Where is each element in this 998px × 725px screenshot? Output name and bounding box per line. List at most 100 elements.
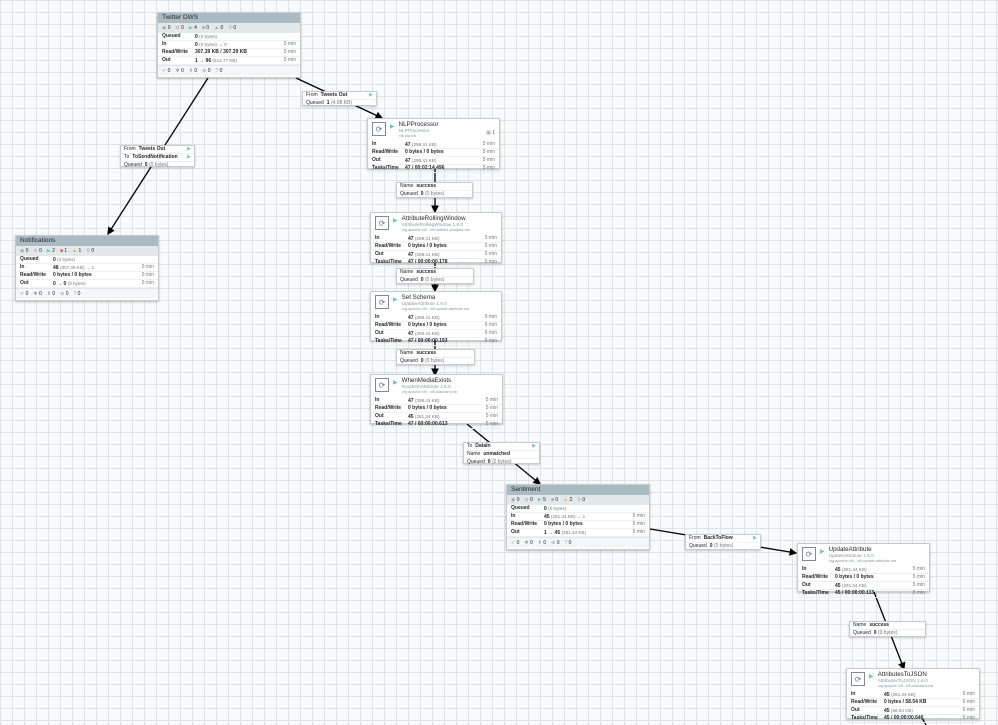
edge-tojson-out [921, 717, 927, 725]
processor-header: ⟳ ▶ Set Schema UpdateAttribute 1.6.0 org… [371, 292, 501, 314]
output-port-icon: ▶ [753, 535, 757, 541]
modified-stale-icon: ⊕ 0 [60, 290, 69, 297]
processor-bundle: org.apache.nifi - nifi-update-attribute-… [828, 558, 897, 563]
play-icon: ▶ [390, 124, 395, 130]
output-port-icon: ▶ [369, 92, 373, 98]
processor-icon: ⟳ [802, 547, 816, 561]
processor-name: AttributeRollingWindow [401, 215, 466, 222]
processor-header: ⟳ ▶ AttributeRollingWindow AttributeRoll… [371, 213, 501, 235]
process-group-notifications[interactable]: Notifications ◉ 0 ⊘ 0 ▶ 2 ■ 1 ▲ 1 ⚲ 0 Qu… [15, 235, 159, 301]
processor-bundle: nifi-nlp-nar [398, 133, 417, 138]
modified-stale-icon: ⊕ 0 [551, 539, 560, 546]
processor-icon: ⟳ [372, 122, 386, 136]
locally-modified-icon: ✱ 0 [175, 67, 184, 74]
warning-icon: ▲ 2 [563, 497, 573, 503]
processor-bundle: org.apache.nifi - nifi-standard-nar [401, 389, 458, 394]
not-transmit-icon: ⊘ 0 [175, 25, 184, 31]
transmit-icon: ◉ 0 [162, 25, 171, 31]
processor-name: NLPProcessor [398, 121, 439, 128]
up-to-date-icon: ✔ 0 [162, 67, 171, 74]
disabled-icon: ⚲ 0 [228, 25, 237, 31]
process-group-status-bar: ◉ 0 ⊘ 0 ▶ 4 ■ 0 ▲ 0 ⚲ 0 [158, 23, 300, 33]
up-to-date-icon: ✔ 0 [511, 539, 520, 546]
processor-set-schema[interactable]: ⟳ ▶ Set Schema UpdateAttribute 1.6.0 org… [370, 291, 502, 346]
processor-icon: ⟳ [375, 295, 389, 309]
process-group-twitter-dws[interactable]: Twitter DWS ◉ 0 ⊘ 0 ▶ 4 ■ 0 ▲ 0 ⚲ 0 Queu… [157, 12, 301, 78]
process-group-title[interactable]: Sentiment [507, 485, 649, 495]
processor-attributes-to-json[interactable]: ⟳ ▶ AttributesToJSON AttributesToJSON 1.… [846, 668, 980, 723]
play-icon: ▶ 5 [537, 497, 546, 503]
transmit-icon: ◉ 0 [20, 248, 29, 254]
warning-icon: ▲ 1 [72, 248, 82, 254]
locally-modified-icon: ✱ 0 [524, 539, 533, 546]
up-to-date-icon: ✔ 0 [20, 290, 29, 297]
process-group-sentiment[interactable]: Sentiment ◉ 0 ⊘ 0 ▶ 5 ■ 0 ▲ 2 ⚲ 0 Queued… [506, 484, 650, 550]
processor-type: RouteOnAttribute 1.6.0 [401, 384, 451, 390]
play-icon: ▶ 4 [188, 25, 197, 31]
processor-when-media-exists[interactable]: ⟳ ▶ WhenMediaExists RouteOnAttribute 1.6… [370, 374, 503, 429]
version-status-bar: ✔ 0 ✱ 0 ⬆ 0 ⊕ 0 ? 0 [507, 537, 649, 547]
modified-stale-icon: ⊕ 0 [202, 67, 211, 74]
play-icon: ▶ [393, 380, 398, 386]
processor-update-attribute[interactable]: ⟳ ▶ UpdateAttribute UpdateAttribute 1.6.… [797, 543, 930, 598]
process-group-title[interactable]: Notifications [16, 236, 158, 246]
warning-icon: ▲ 0 [214, 25, 224, 31]
stop-icon: ■ 0 [201, 25, 210, 31]
processor-header: ⟳ ▶ AttributesToJSON AttributesToJSON 1.… [847, 669, 979, 691]
processor-header: ⟳ ▶ UpdateAttribute UpdateAttribute 1.6.… [798, 544, 929, 566]
processor-header: ⟳ ▶ WhenMediaExists RouteOnAttribute 1.6… [371, 375, 502, 397]
processor-nlp[interactable]: ⟳ ▶ NLPProcessor NLPProcessor nifi-nlp-n… [367, 118, 500, 173]
processor-name: Set Schema [401, 294, 436, 301]
disabled-icon: ⚲ 0 [577, 497, 586, 503]
processor-name: AttributesToJSON [877, 671, 927, 678]
play-icon: ▶ [393, 297, 398, 303]
play-icon: ▶ [869, 674, 874, 680]
process-group-title[interactable]: Twitter DWS [158, 13, 300, 23]
process-group-status-bar: ◉ 0 ⊘ 0 ▶ 2 ■ 1 ▲ 1 ⚲ 0 [16, 246, 158, 256]
transmit-icon: ◉ 0 [511, 497, 520, 503]
processor-name: WhenMediaExists [401, 377, 452, 384]
processor-icon: ⟳ [851, 672, 865, 686]
stale-icon: ⬆ 0 [188, 67, 198, 74]
processor-bundle: org.apache.nifi - nifi-update-attribute-… [401, 306, 470, 311]
active-task-count: ▦ 1 [486, 130, 495, 136]
processor-type: UpdateAttribute 1.6.0 [828, 553, 874, 559]
processor-attribute-rolling-window[interactable]: ⟳ ▶ AttributeRollingWindow AttributeRoll… [370, 212, 502, 267]
play-icon: ▶ 2 [46, 248, 55, 254]
